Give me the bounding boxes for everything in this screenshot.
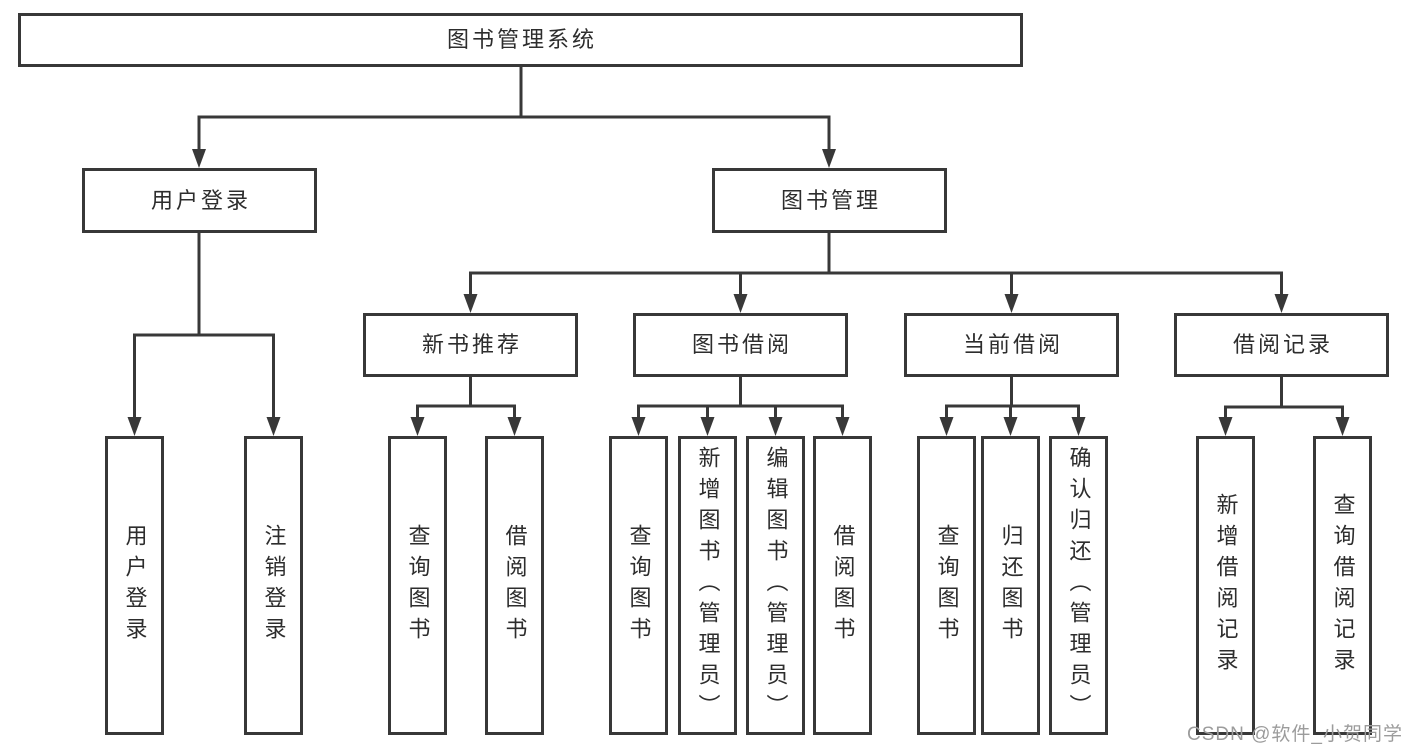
connector-current-borrow-to-leaves bbox=[939, 377, 1086, 436]
node-borrow-records: 借阅记录 bbox=[1174, 313, 1389, 377]
connector-borrow-records-to-leaves bbox=[1218, 377, 1350, 436]
connector-new-book-recommend-to-leaves bbox=[410, 377, 522, 436]
node-root: 图书管理系统 bbox=[18, 13, 1023, 67]
connector-root-to-level2 bbox=[192, 67, 836, 168]
node-user-login: 用户登录 bbox=[82, 168, 317, 233]
leaf-edit-books-admin: 编辑图书（管理员） bbox=[746, 436, 805, 735]
leaf-borrow-books: 借阅图书 bbox=[813, 436, 872, 735]
connector-book-borrow-to-leaves bbox=[631, 377, 850, 436]
csdn-watermark: CSDN @软件_小贺同学 bbox=[1187, 724, 1403, 745]
node-current-borrow: 当前借阅 bbox=[904, 313, 1119, 377]
leaf-confirm-return-admin: 确认归还（管理员） bbox=[1049, 436, 1108, 735]
node-book-borrow: 图书借阅 bbox=[633, 313, 848, 377]
node-new-book-recommend: 新书推荐 bbox=[363, 313, 578, 377]
leaf-query-books-borrow: 查询图书 bbox=[609, 436, 668, 735]
leaf-query-books-current: 查询图书 bbox=[917, 436, 976, 735]
leaf-logout: 注销登录 bbox=[244, 436, 303, 735]
leaf-user-login: 用户登录 bbox=[105, 436, 164, 735]
leaf-add-borrow-record: 新增借阅记录 bbox=[1196, 436, 1255, 735]
leaf-borrow-books-recommend: 借阅图书 bbox=[485, 436, 544, 735]
leaf-return-books: 归还图书 bbox=[981, 436, 1040, 735]
connector-user-login-to-leaves bbox=[127, 233, 281, 436]
connector-book-mgmt-to-level3 bbox=[463, 233, 1289, 313]
leaf-query-borrow-record: 查询借阅记录 bbox=[1313, 436, 1372, 735]
node-book-mgmt: 图书管理 bbox=[712, 168, 947, 233]
leaf-add-books-admin: 新增图书（管理员） bbox=[678, 436, 737, 735]
leaf-query-books-recommend: 查询图书 bbox=[388, 436, 447, 735]
